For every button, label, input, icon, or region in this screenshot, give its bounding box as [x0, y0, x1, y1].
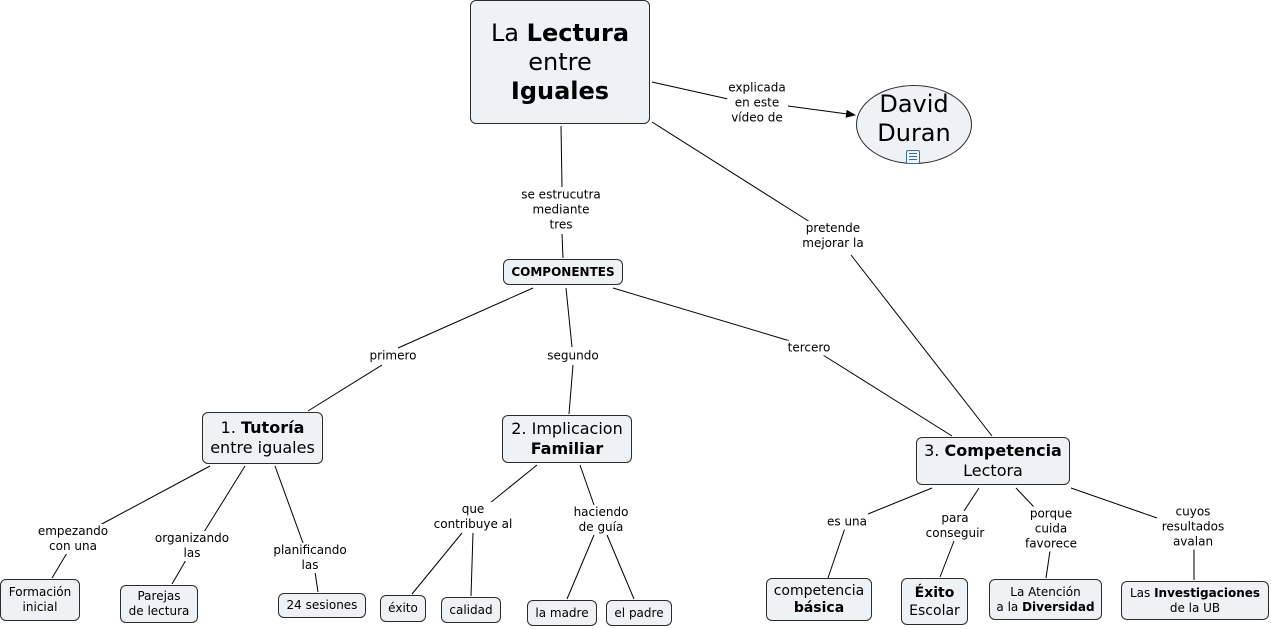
link-label-empezando: empezando con una [36, 524, 110, 554]
edge-root-explicada [651, 81, 729, 100]
edge-organizando-parejas [171, 559, 187, 585]
node-competencia-basica[interactable]: competencia básica [766, 578, 872, 621]
node-exito[interactable]: éxito [380, 595, 426, 622]
edge-tutoria-organizando [203, 465, 246, 533]
edge-empezando-formacion [51, 552, 68, 579]
edge-explicada-david [787, 105, 856, 118]
link-label-porque: porque cuida favorece [1023, 506, 1079, 552]
edge-planificando-sesiones [314, 571, 319, 593]
edge-componentes-tercero [612, 287, 791, 342]
link-label-tercero: tercero [786, 340, 832, 356]
node-competencia-lectora[interactable]: 3. Competencia Lectora [916, 437, 1070, 485]
node-las-investigaciones-de-la-ub[interactable]: Las Investigaciones de la UB [1121, 581, 1269, 620]
link-label-organizando: organizando las [153, 531, 231, 561]
edge-tercero-competencia [822, 354, 953, 437]
edge-competencia-cuyos [1070, 487, 1158, 519]
node-tutoria[interactable]: 1. Tutoría entre iguales [202, 412, 323, 464]
document-icon[interactable] [906, 150, 920, 164]
node-calidad[interactable]: calidad [441, 597, 501, 623]
node-la-lectura-entre-iguales[interactable]: La Lectura entre Iguales [470, 0, 650, 124]
link-label-primero: primero [368, 348, 418, 364]
edge-implicacion-contribuye [489, 464, 538, 504]
link-label-para-conseguir: para conseguir [924, 511, 986, 541]
link-label-contribuye: que contribuye al [432, 502, 514, 532]
node-la-madre[interactable]: la madre [527, 600, 597, 626]
edge-primero-tutoria [307, 364, 383, 412]
node-exito-escolar[interactable]: Éxito Escolar [901, 578, 968, 625]
edge-segundo-implicacion [568, 364, 574, 415]
link-label-pretende: pretende mejorar la [801, 221, 865, 251]
edge-tutoria-planificando [274, 465, 304, 544]
link-label-planificando: planificando las [272, 543, 348, 573]
edge-competencia-para [963, 487, 980, 512]
node-formacion-inicial[interactable]: Formación inicial [0, 579, 80, 621]
edge-haciendo-madre [566, 534, 595, 600]
link-label-explicada: explicada en este vídeo de [727, 80, 787, 126]
edge-root-estructura [560, 125, 563, 188]
node-implicacion-familiar[interactable]: 2. Implicacion Familiar [502, 415, 632, 463]
edge-estructura-componentes [561, 233, 564, 259]
edge-porque-atencion [1045, 550, 1051, 579]
edge-componentes-primero [397, 287, 534, 349]
link-label-es-una: es una [825, 514, 869, 530]
edge-haciendo-padre [606, 534, 635, 600]
edge-pretende-competencia [850, 254, 993, 437]
edge-root-pretende [651, 121, 811, 223]
node-24-sesiones[interactable]: 24 sesiones [278, 593, 366, 618]
node-parejas-de-lectura[interactable]: Parejas de lectura [120, 585, 198, 623]
edge-tutoria-empezando [99, 465, 211, 526]
link-label-segundo: segundo [546, 348, 600, 364]
node-david-duran[interactable]: David Duran [856, 85, 972, 164]
node-componentes[interactable]: COMPONENTES [503, 259, 623, 285]
edge-contribuye-exito [411, 532, 463, 595]
edge-para-exito [939, 540, 955, 578]
link-label-se-estructura: se estrucutra mediante tres [520, 187, 602, 233]
edge-competencia-porque [1015, 487, 1035, 508]
edge-competencia-esuna [867, 487, 933, 515]
link-label-cuyos: cuyos resultados avalan [1160, 504, 1226, 550]
edge-implicacion-haciendo [579, 464, 595, 506]
node-el-padre[interactable]: el padre [606, 600, 672, 626]
edge-componentes-segundo [565, 287, 573, 348]
edge-esuna-basica [827, 527, 846, 579]
node-la-atencion-a-la-diversidad[interactable]: La Atención a la Diversidad [989, 579, 1102, 620]
link-label-haciendo: haciendo de guía [572, 505, 630, 535]
edge-contribuye-calidad [470, 532, 474, 597]
